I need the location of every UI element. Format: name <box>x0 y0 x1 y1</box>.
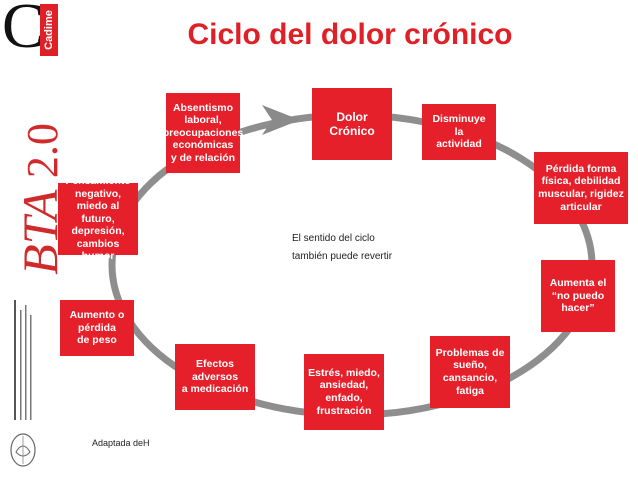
logo-letter: C <box>2 0 45 61</box>
cycle-arrow-icon <box>262 105 300 135</box>
source-caption: Adaptada deH <box>92 438 150 448</box>
node-efectos-adversos: Efectos adversos a medicación <box>175 344 255 410</box>
node-problemas-sueno: Problemas de sueño, cansancio, fatiga <box>430 336 510 408</box>
node-estres-miedo: Estrés, miedo, ansiedad, enfado, frustra… <box>304 354 384 430</box>
node-pensamiento-negativo: Pensamiento negativo, miedo al futuro, d… <box>58 175 138 262</box>
institution-seal-icon <box>10 433 36 467</box>
node-disminuye-actividad: Disminuye la actividad <box>422 104 496 160</box>
center-note-line2: también puede revertir <box>292 251 393 262</box>
node-dolor-cronico: Dolor Crónico <box>312 88 392 160</box>
page-title: Ciclo del dolor crónico <box>187 18 513 51</box>
node-perdida-forma-fisica: Pérdida forma física, debilidad muscular… <box>534 152 628 224</box>
node-aumento-perdida-peso: Aumento o pérdida de peso <box>60 300 134 356</box>
sidebar-branding: C Cadime BTA 2.0 <box>0 0 68 479</box>
node-aumenta-no-puedo: Aumenta el “no puedo hacer” <box>541 260 615 332</box>
center-note-line1: El sentido del ciclo <box>292 233 375 244</box>
decorative-vertical-lines <box>14 300 32 420</box>
node-absentismo-laboral: Absentismo laboral, preocupaciones econó… <box>163 93 243 173</box>
cadime-badge: Cadime <box>40 4 58 56</box>
